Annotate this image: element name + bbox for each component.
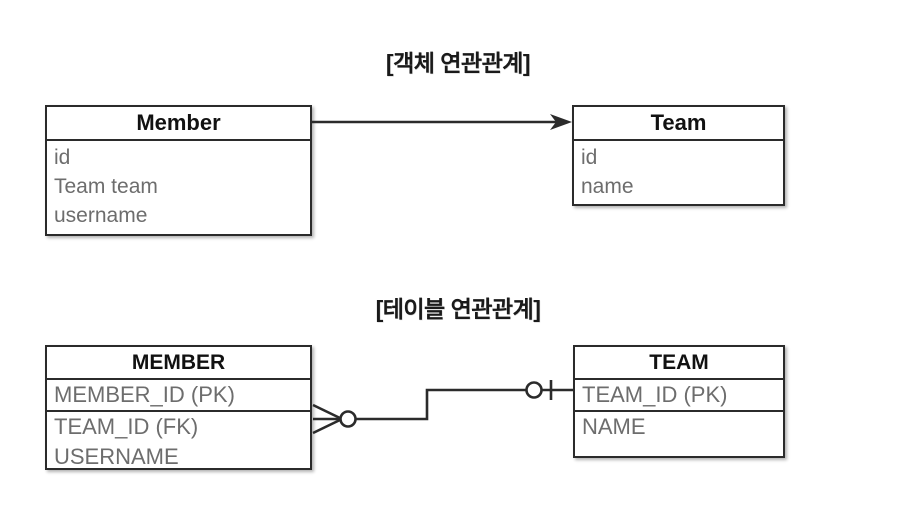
section-title-object-association: [객체 연관관계] — [385, 50, 531, 76]
entity-divider — [574, 139, 783, 141]
entity-cell-primary-key: TEAM_ID (PK) — [575, 380, 783, 410]
field-row: id — [581, 146, 598, 169]
entity-cell-primary-key: MEMBER_ID (PK) — [47, 380, 310, 410]
field-row: USERNAME — [54, 444, 179, 469]
field-row: Team team — [54, 175, 158, 198]
entity-fields-team: id name — [574, 141, 783, 201]
field-row: MEMBER_ID (PK) — [54, 382, 235, 407]
entity-cell-columns: NAME — [575, 412, 783, 442]
entity-box-member-table: MEMBER MEMBER_ID (PK) TEAM_ID (FK) USERN… — [45, 345, 312, 470]
entity-header-team: Team — [650, 110, 707, 135]
crows-foot-icon — [312, 403, 343, 435]
zero-circle-icon — [525, 381, 543, 399]
entity-divider — [575, 378, 783, 380]
entity-box-team-table: TEAM TEAM_ID (PK) NAME — [573, 345, 785, 458]
entity-divider — [47, 410, 310, 412]
field-row: username — [54, 204, 148, 227]
entity-header-member-table: MEMBER — [131, 351, 226, 374]
field-row: name — [581, 175, 634, 198]
entity-box-member: Member id Team team username — [45, 105, 312, 236]
field-row: NAME — [582, 414, 646, 439]
entity-fields-member: id Team team username — [47, 141, 310, 230]
entity-box-team: Team id name — [572, 105, 785, 206]
connector-line — [356, 388, 526, 421]
field-row: TEAM_ID (PK) — [582, 382, 728, 407]
entity-divider — [47, 378, 310, 380]
field-row: TEAM_ID (FK) — [54, 414, 199, 439]
entity-cell-columns: TEAM_ID (FK) USERNAME — [47, 412, 310, 472]
entity-divider — [47, 139, 310, 141]
relationship-arrow-member-to-team — [312, 114, 572, 130]
relationship-crowsfoot-member-to-team — [312, 380, 573, 435]
section-title-table-association: [테이블 연관관계] — [375, 296, 541, 322]
entity-header-member: Member — [136, 110, 221, 135]
field-row: id — [54, 146, 71, 169]
arrowhead-icon — [550, 114, 572, 130]
zero-circle-icon — [339, 410, 357, 428]
entity-divider — [575, 410, 783, 412]
entity-header-team-table: TEAM — [649, 351, 709, 374]
